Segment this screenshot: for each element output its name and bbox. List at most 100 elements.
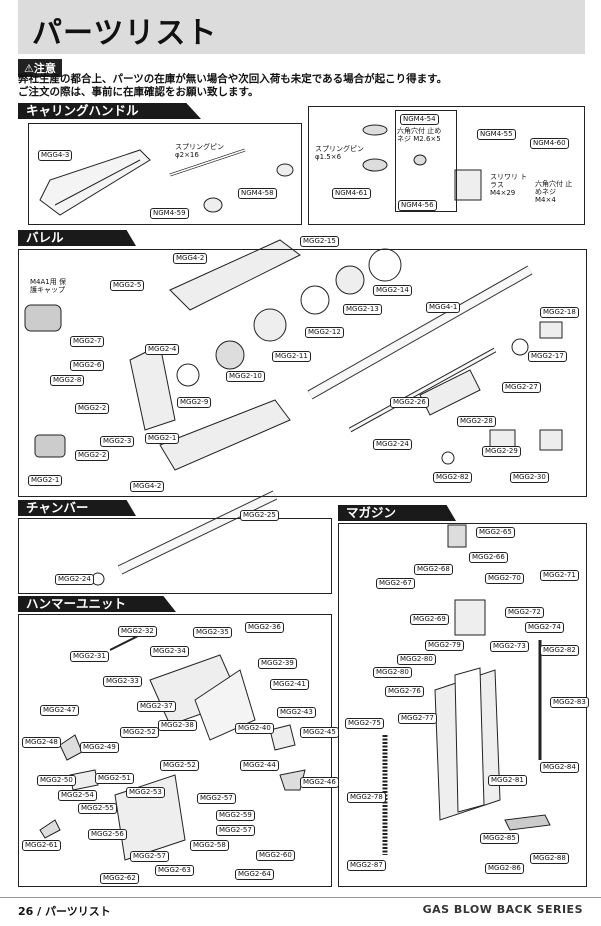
note-spring-pin-2x16: スプリングピン φ2×16: [175, 143, 224, 159]
part-label: NGM4-60: [530, 138, 569, 149]
part-label: MGG4-3: [38, 150, 73, 161]
part-label: MGG2-68: [414, 564, 453, 575]
part-label: MGG2-10: [226, 371, 265, 382]
part-label: MGG2-57: [197, 793, 236, 804]
part-label: MGG2-40: [235, 723, 274, 734]
part-label: MGG2-6: [70, 360, 105, 371]
part-label: MGG2-30: [510, 472, 549, 483]
section-header-carrying-handle: キャリングハンドル: [18, 103, 201, 119]
part-label: MGG2-61: [22, 840, 61, 851]
note-m4a1-cap: M4A1用 保護キャップ: [30, 278, 66, 294]
part-label: MGG2-37: [137, 701, 176, 712]
part-label: MGG2-63: [155, 865, 194, 876]
part-label: NGM4-61: [332, 188, 371, 199]
part-label: MGG2-52: [160, 760, 199, 771]
part-label: MGG2-4: [145, 344, 180, 355]
part-label: MGG2-71: [540, 570, 579, 581]
footer-divider: [0, 897, 601, 898]
screws-box: [395, 110, 457, 212]
part-label: MGG2-53: [126, 787, 165, 798]
part-label: MGG2-9: [177, 397, 212, 408]
footer-series-name: GAS BLOW BACK SERIES: [422, 903, 583, 916]
part-label: MGG2-12: [305, 327, 344, 338]
part-label: MGG2-75: [345, 718, 384, 729]
part-label: MGG2-2: [75, 403, 110, 414]
note-spring-pin-1-5x6: スプリングピン φ1.5×6: [315, 145, 364, 161]
part-label: MGG2-74: [525, 622, 564, 633]
part-label: MGG2-26: [390, 397, 429, 408]
part-label: MGG2-52: [120, 727, 159, 738]
part-label: MGG2-82: [540, 645, 579, 656]
part-label: MGG2-35: [193, 627, 232, 638]
part-label: MGG2-17: [528, 351, 567, 362]
section-header-chamber: チャンバー: [18, 500, 136, 516]
part-label: MGG4-1: [426, 302, 461, 313]
note-hex-screw-m2-6x5: 六角穴付 止めネジ M2.6×5: [397, 127, 442, 143]
part-label: MGG2-81: [488, 775, 527, 786]
part-label: MGG2-54: [58, 790, 97, 801]
chamber-box: [18, 518, 332, 594]
part-label: MGG2-64: [235, 869, 274, 880]
part-label: MGG2-77: [398, 713, 437, 724]
part-label: MGG2-3: [100, 436, 135, 447]
part-label: MGG2-7: [70, 336, 105, 347]
part-label: MGG2-1: [145, 433, 180, 444]
part-label: MGG2-88: [530, 853, 569, 864]
part-label: MGG2-76: [385, 686, 424, 697]
notice-line-1: 弊社生産の都合上、パーツの在庫が無い場合や次回入荷も未定である場合が起こり得ます…: [18, 73, 448, 85]
part-label: MGG2-85: [480, 833, 519, 844]
part-label: MGG2-65: [476, 527, 515, 538]
part-label: MGG2-31: [70, 651, 109, 662]
part-label: MGG2-48: [22, 737, 61, 748]
section-header-hammer-unit: ハンマーユニット: [18, 596, 176, 612]
notice-text: 弊社生産の都合上、パーツの在庫が無い場合や次回入荷も未定である場合が起こり得ます…: [18, 73, 588, 99]
part-label: MGG2-14: [373, 285, 412, 296]
part-label: MGG2-34: [150, 646, 189, 657]
carrying-handle-box: [28, 123, 302, 225]
part-label: MGG4-2: [173, 253, 208, 264]
part-label: MGG2-72: [505, 607, 544, 618]
part-label: NGM4-59: [150, 208, 189, 219]
part-label: MGG2-69: [410, 614, 449, 625]
hammer-unit-box: [18, 614, 332, 887]
notice-line-2: ご注文の際は、事前に在庫確認をお願い致します。: [18, 86, 259, 98]
part-label: MGG2-57: [130, 851, 169, 862]
part-label: MGG2-80: [373, 667, 412, 678]
part-label: MGG2-56: [88, 829, 127, 840]
part-label: MGG2-67: [376, 578, 415, 589]
part-label: MGG2-59: [216, 810, 255, 821]
part-label: MGG2-87: [347, 860, 386, 871]
part-label: MGG2-24: [55, 574, 94, 585]
part-label: MGG2-24: [373, 439, 412, 450]
part-label: NGM4-55: [477, 129, 516, 140]
part-label: MGG2-51: [95, 773, 134, 784]
page-title: パーツリスト: [32, 16, 218, 51]
part-label: MGG2-83: [550, 697, 589, 708]
part-label: MGG2-28: [457, 416, 496, 427]
part-label: MGG2-33: [103, 676, 142, 687]
part-label: MGG2-58: [190, 840, 229, 851]
part-label: MGG2-11: [272, 351, 311, 362]
part-label: MGG2-60: [256, 850, 295, 861]
part-label: MGG4-2: [130, 481, 165, 492]
part-label: MGG2-50: [37, 775, 76, 786]
part-label: MGG2-55: [78, 803, 117, 814]
part-label: NGM4-56: [398, 200, 437, 211]
part-label: MGG2-36: [245, 622, 284, 633]
part-label: MGG2-46: [300, 777, 339, 788]
part-label: NGM4-54: [400, 114, 439, 125]
part-label: MGG2-82: [433, 472, 472, 483]
page-header: パーツリスト: [18, 0, 585, 54]
part-label: MGG2-13: [343, 304, 382, 315]
part-label: MGG2-86: [485, 863, 524, 874]
part-label: MGG2-47: [40, 705, 79, 716]
part-label: MGG2-1: [28, 475, 63, 486]
part-label: MGG2-2: [75, 450, 110, 461]
part-label: MGG2-70: [485, 573, 524, 584]
section-header-barrel: バレル: [18, 230, 136, 246]
part-label: MGG2-32: [118, 626, 157, 637]
part-label: MGG2-27: [502, 382, 541, 393]
part-label: MGG2-8: [50, 375, 85, 386]
part-label: MGG2-78: [347, 792, 386, 803]
part-label: MGG2-80: [397, 654, 436, 665]
